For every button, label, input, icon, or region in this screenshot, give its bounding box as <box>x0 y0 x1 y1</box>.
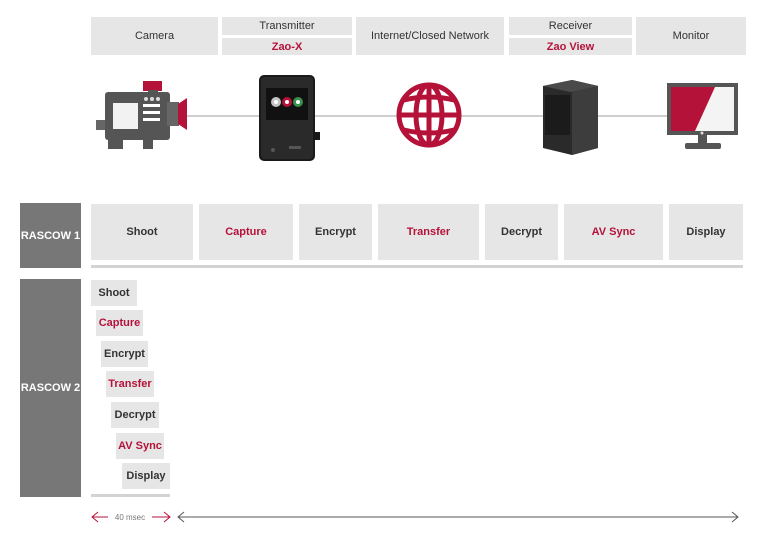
monitor-icon <box>667 83 738 149</box>
rascow1-step-display: Display <box>669 204 743 260</box>
rascow2-step-capture: Capture <box>96 310 143 336</box>
rascow1-step-avsync: AV Sync <box>564 204 663 260</box>
header-receiver-product: Zao View <box>509 38 632 55</box>
rascow1-step-capture: Capture <box>199 204 293 260</box>
globe-icon <box>396 82 462 148</box>
rascow1-label: RASCOW 1 <box>20 203 81 268</box>
transmitter-icon <box>259 75 320 161</box>
rascow1-step-shoot: Shoot <box>91 204 193 260</box>
rascow1-step-transfer: Transfer <box>378 204 479 260</box>
rascow2-step-shoot: Shoot <box>91 280 137 306</box>
device-chain <box>96 75 738 161</box>
header-transmitter: Transmitter <box>222 17 352 35</box>
total-duration-arrow <box>177 511 739 523</box>
rascow2-step-encrypt: Encrypt <box>101 341 148 367</box>
rascow2-step-transfer: Transfer <box>106 371 154 397</box>
header-transmitter-product: Zao-X <box>222 38 352 55</box>
rascow2-step-avsync: AV Sync <box>116 433 164 459</box>
rascow1-total-bar <box>91 265 743 268</box>
rascow1-step-encrypt: Encrypt <box>299 204 372 260</box>
latency-label: 40 msec <box>108 512 152 524</box>
rascow2-step-display: Display <box>122 463 170 489</box>
header-receiver: Receiver <box>509 17 632 35</box>
rascow1-step-decrypt: Decrypt <box>485 204 558 260</box>
rascow2-label: RASCOW 2 <box>20 279 81 497</box>
header-camera: Camera <box>91 17 218 55</box>
rascow2-step-decrypt: Decrypt <box>111 402 159 428</box>
rascow2-total-bar <box>91 494 170 497</box>
camera-icon <box>96 81 187 149</box>
header-network: Internet/Closed Network <box>356 17 504 55</box>
header-monitor: Monitor <box>636 17 746 55</box>
receiver-icon <box>543 80 598 155</box>
